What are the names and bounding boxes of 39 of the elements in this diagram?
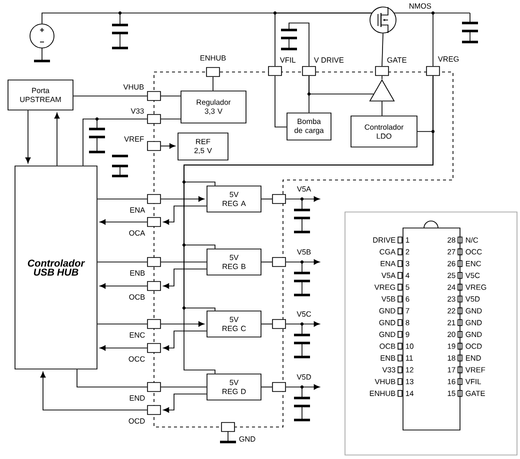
wire xyxy=(97,198,148,200)
arrow xyxy=(54,112,60,166)
arrow xyxy=(286,196,320,202)
wire xyxy=(308,76,374,94)
wire xyxy=(42,12,372,24)
arrow xyxy=(163,330,207,351)
wire xyxy=(76,369,148,388)
arrow xyxy=(160,321,204,327)
pin-pad xyxy=(272,194,286,204)
arrow xyxy=(100,219,148,225)
capacitor-symbol xyxy=(281,28,297,50)
arrow xyxy=(286,321,320,327)
wire xyxy=(160,386,207,388)
controller-block: Controlador USB HUB xyxy=(14,166,98,370)
arrow xyxy=(163,394,207,413)
wire xyxy=(160,118,181,120)
wire xyxy=(82,118,148,166)
voltage-source-symbol xyxy=(30,24,54,62)
arrow xyxy=(163,206,207,225)
arrow xyxy=(160,196,204,202)
pin-pad xyxy=(272,257,286,267)
arrow xyxy=(100,283,148,289)
pin-pad xyxy=(272,382,286,392)
wire xyxy=(394,12,434,66)
pin-pad xyxy=(272,319,286,329)
wire xyxy=(382,33,384,66)
wire xyxy=(288,22,310,66)
arrow xyxy=(286,384,320,390)
wire xyxy=(261,198,272,200)
wire xyxy=(417,76,434,132)
arrow xyxy=(40,372,148,410)
arrow xyxy=(163,268,207,289)
arrow xyxy=(286,259,320,265)
arrow xyxy=(160,143,176,149)
arrow xyxy=(25,110,31,164)
wire xyxy=(212,76,214,91)
arrow xyxy=(100,345,148,351)
wire xyxy=(274,76,287,128)
wire xyxy=(261,386,272,388)
